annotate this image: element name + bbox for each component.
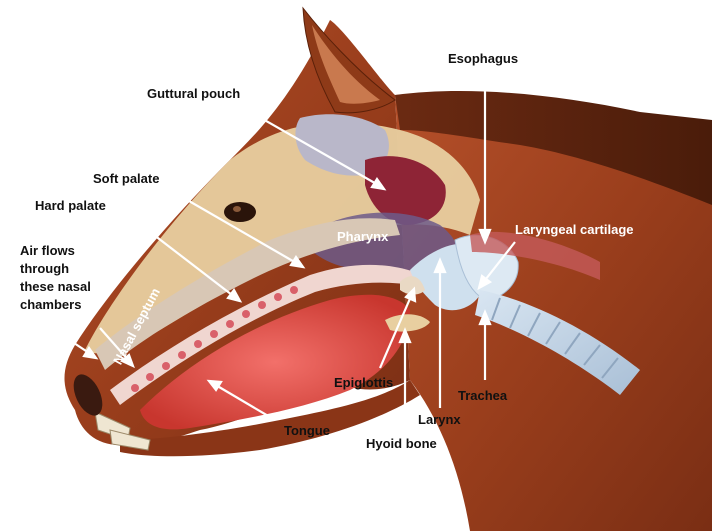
label-esophagus: Esophagus (448, 51, 518, 66)
label-laryngeal-cartilage: Laryngeal cartilage (515, 222, 634, 237)
label-epiglottis: Epiglottis (334, 375, 393, 390)
label-larynx: Larynx (418, 412, 461, 427)
label-trachea: Trachea (458, 388, 507, 403)
label-pharynx: Pharynx (337, 229, 388, 244)
label-air-flows: Air flows through these nasal chambers (20, 242, 98, 314)
label-hard-palate: Hard palate (35, 198, 106, 213)
label-hyoid-bone: Hyoid bone (366, 436, 437, 451)
label-guttural-pouch: Guttural pouch (147, 86, 240, 101)
label-tongue: Tongue (284, 423, 330, 438)
label-soft-palate: Soft palate (93, 171, 159, 186)
eye (224, 202, 256, 222)
